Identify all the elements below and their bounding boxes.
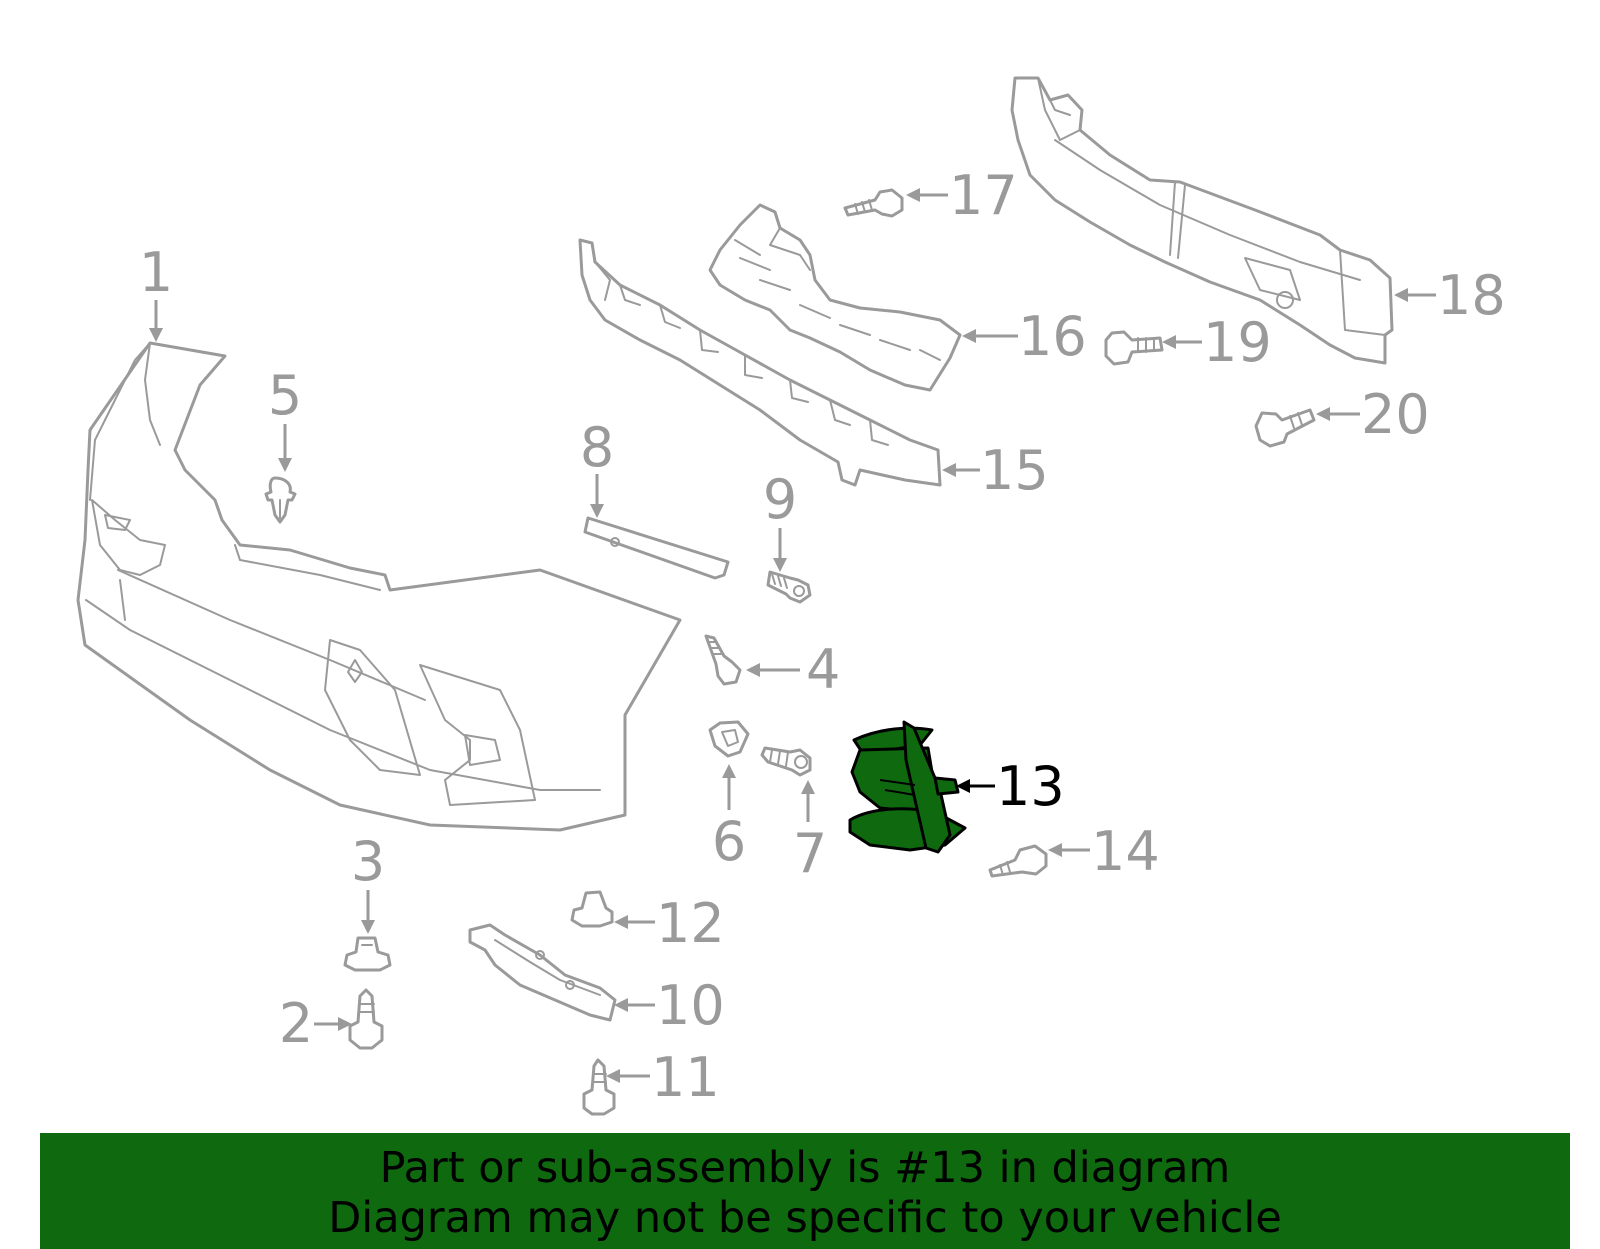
callout-label-11: 11 [651,1046,720,1109]
callout-18: 18 [1394,264,1506,327]
part-2-bolt [348,988,384,1050]
part-13-fog-lamp-bezel [848,720,967,854]
callout-7: 7 [793,780,827,885]
callout-17: 17 [906,164,1018,227]
callout-1: 1 [139,241,173,342]
callout-label-18: 18 [1437,264,1506,327]
callout-label-15: 15 [980,439,1049,502]
callout-label-16: 16 [1018,305,1087,368]
callout-12: 12 [614,892,725,955]
callout-6: 6 [712,764,746,873]
info-banner: Part or sub-assembly is #13 in diagram D… [40,1133,1570,1249]
callout-9: 9 [763,468,797,572]
callout-16: 16 [962,305,1087,368]
callout-label-5: 5 [268,364,302,427]
callout-4: 4 [746,638,840,701]
callout-label-7: 7 [793,822,827,885]
callout-label-12: 12 [656,892,725,955]
part-12-nut [570,890,614,928]
callout-label-10: 10 [656,974,725,1037]
part-18-reinforcement [1010,76,1394,365]
part-16-bracket [708,203,962,392]
banner-line-part: Part or sub-assembly is #13 in diagram [379,1143,1231,1193]
part-9-bolt [766,570,812,604]
callout-14: 14 [1048,820,1160,883]
part-1-bumper-cover [76,341,682,832]
callout-5: 5 [268,364,302,472]
callout-label-8: 8 [580,416,614,479]
part-10-bracket [468,923,617,1022]
part-19-bolt [1104,330,1164,366]
part-3-nut [343,936,392,972]
callout-label-6: 6 [712,810,746,873]
callout-label-1: 1 [139,241,173,304]
callout-11: 11 [606,1046,720,1109]
callout-label-4: 4 [806,638,840,701]
callout-label-9: 9 [763,468,797,531]
part-20-bolt [1254,408,1316,448]
part-14-bolt [988,844,1048,878]
part-15-absorber [578,238,942,487]
callout-label-13: 13 [996,755,1065,818]
part-8-bracket [583,516,730,580]
part-7-screw [760,746,812,777]
part-6-nut [708,720,750,758]
callout-13: 13 [956,755,1065,818]
callout-label-20: 20 [1361,383,1430,446]
callout-label-14: 14 [1091,820,1160,883]
callout-10: 10 [614,974,725,1037]
part-11-bolt [582,1058,616,1116]
part-4-screw [704,634,742,686]
banner-line-disclaimer: Diagram may not be specific to your vehi… [328,1193,1282,1243]
part-5-clip [264,476,297,524]
callout-2: 2 [279,992,352,1055]
callout-8: 8 [580,416,614,518]
callout-label-3: 3 [351,830,385,893]
callout-label-19: 19 [1203,311,1272,374]
callout-label-2: 2 [279,992,313,1055]
callout-20: 20 [1316,383,1430,446]
callout-3: 3 [351,830,385,934]
callout-15: 15 [942,439,1049,502]
callout-19: 19 [1162,311,1272,374]
part-17-bolt [843,188,904,218]
callout-label-17: 17 [949,164,1018,227]
